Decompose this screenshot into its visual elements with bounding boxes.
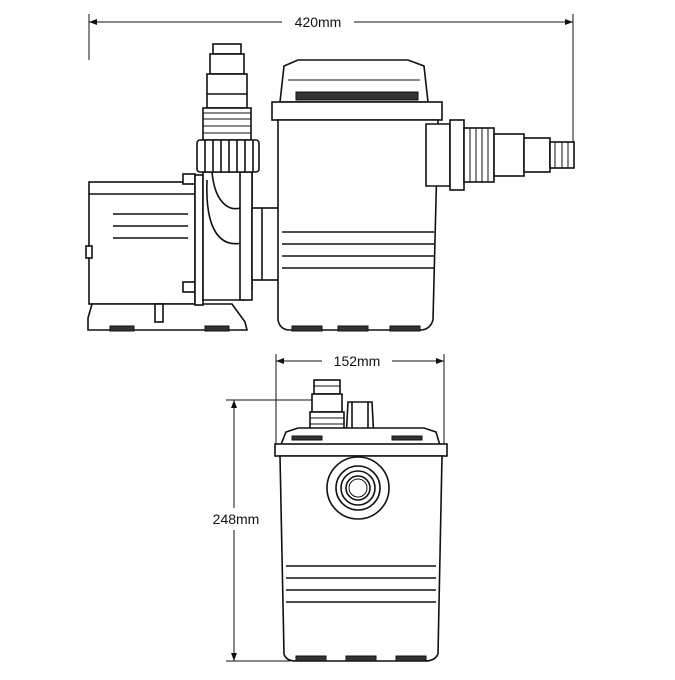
side-inlet	[425, 119, 575, 191]
pump-base	[87, 303, 249, 332]
side-outlet	[196, 43, 260, 173]
side-view: 420mm	[85, 12, 575, 332]
motor-body	[85, 173, 196, 305]
strainer-housing	[271, 59, 443, 332]
inlet-port	[326, 456, 390, 520]
strainer-lid	[274, 427, 448, 457]
length-label: 420mm	[295, 14, 342, 30]
height-label: 248mm	[213, 511, 260, 527]
front-outlet	[309, 379, 345, 435]
width-dimension: 152mm	[275, 351, 445, 448]
front-view: 152mm 248mm	[200, 351, 448, 662]
width-label: 152mm	[334, 353, 381, 369]
pump-volute	[194, 171, 253, 306]
strainer-coupling	[251, 207, 283, 281]
height-dimension: 248mm	[200, 399, 318, 662]
length-dimension: 420mm	[88, 12, 574, 150]
front-housing	[279, 455, 443, 662]
